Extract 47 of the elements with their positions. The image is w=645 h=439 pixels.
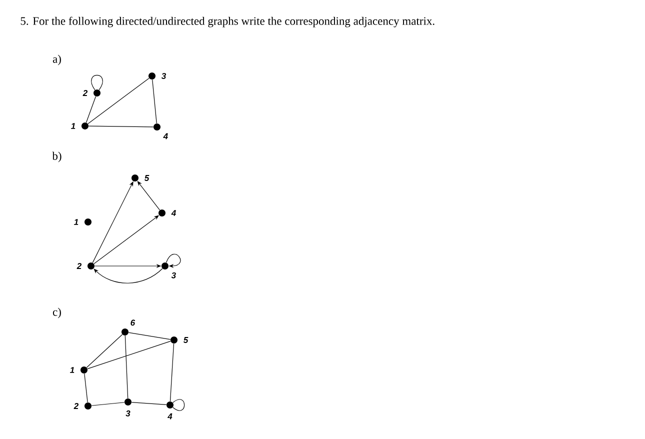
vertex-dot [170,336,178,344]
vertex-label: 4 [168,413,172,420]
vertex-dot [88,262,94,270]
edge-line [91,402,125,406]
edge-line [86,96,96,123]
panel-label: c) [52,308,61,318]
vertex-label: 4 [163,133,168,140]
vertex-label: 3 [126,410,130,416]
edge-line [152,79,157,124]
vertex-dot [84,218,92,226]
vertex-label: 3 [171,272,176,278]
vertex-dot [124,398,132,406]
vertex-label: 1 [74,219,78,225]
loop-arrow [166,254,181,268]
vertex-dot [80,366,88,374]
vertex-dot [154,124,160,130]
vertex-dot [82,122,88,130]
vertex-dot [166,402,174,408]
edge-line [88,126,154,128]
vertex-dot [84,402,92,410]
vertex-label: 2 [76,263,82,269]
edge-line [128,332,171,340]
panel-label: a) [52,54,61,66]
edge-line [86,334,123,368]
edge-line [131,402,167,406]
title: 5. For the following directed/undirected graphs write the corresponding adjacency matrix. [20,16,434,28]
edge-line [84,373,88,403]
vertex-label: 4 [171,210,176,216]
edge-line [88,78,150,124]
vertex-dot [94,90,100,96]
vertex-dot [158,210,166,216]
vertex-dot [148,72,156,80]
edge-line [124,335,128,399]
edge-line [170,343,174,402]
arrow [94,268,163,284]
vertex-dot [122,328,128,336]
vertex-label: 5 [144,175,150,181]
vertex-label: 3 [161,73,166,79]
vertex-label: 2 [82,90,88,96]
vertex-label: 5 [183,337,188,343]
vertex-dot [132,174,138,182]
vertex-label: 1 [70,367,74,373]
panel-label: b) [52,152,62,162]
vertex-label: 2 [74,403,79,409]
edge-line [87,340,171,370]
vertex-label: 1 [71,123,76,129]
vertex-label: 6 [130,320,136,326]
